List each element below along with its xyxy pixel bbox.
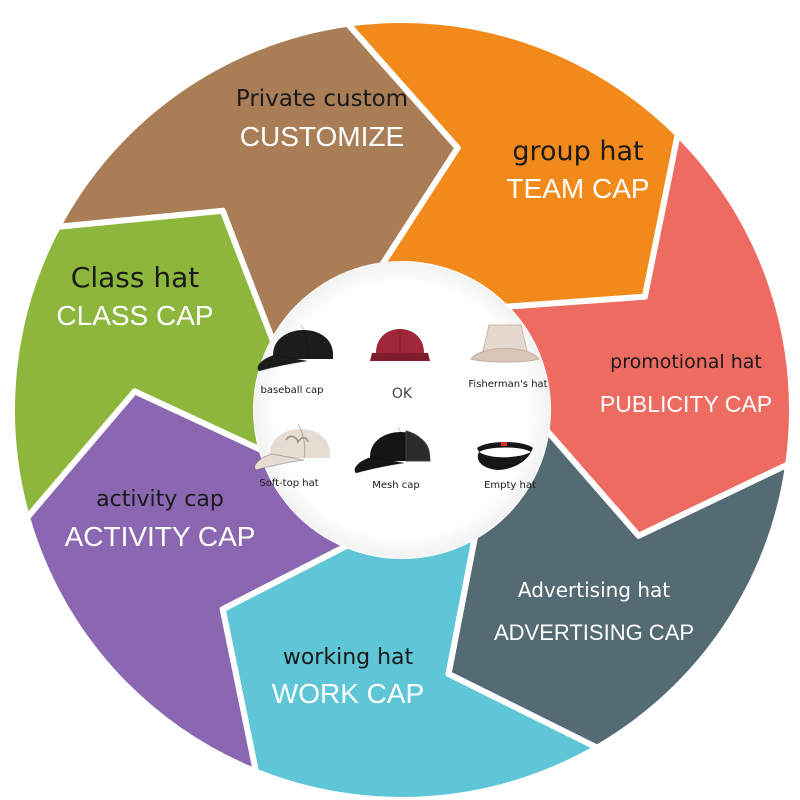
segment-team-caption: TEAM CAP bbox=[506, 173, 649, 204]
segment-activity-caption: ACTIVITY CAP bbox=[65, 521, 256, 552]
hat-label-empty: Empty hat bbox=[484, 480, 536, 491]
segment-team-title: group hat bbox=[512, 136, 643, 167]
segment-class-caption: CLASS CAP bbox=[56, 300, 213, 331]
segment-advertising-caption: ADVERTISING CAP bbox=[494, 620, 694, 645]
visor-icon bbox=[477, 442, 533, 470]
segment-customize-caption: CUSTOMIZE bbox=[240, 121, 404, 152]
segments-layer bbox=[9, 17, 795, 800]
segment-work-caption: WORK CAP bbox=[272, 678, 424, 709]
hat-label-ok: OK bbox=[392, 386, 413, 402]
hat-label-fisherman: Fisherman's hat bbox=[468, 379, 547, 390]
hat-label-mesh: Mesh cap bbox=[372, 480, 419, 491]
mesh-cap-icon bbox=[354, 426, 431, 474]
center-circle bbox=[254, 262, 550, 558]
soft-top-cap-icon bbox=[254, 423, 330, 471]
baseball-cap-icon bbox=[257, 324, 333, 372]
snapback-cap-icon bbox=[370, 329, 430, 361]
segment-customize-title: Private custom bbox=[236, 86, 408, 112]
segment-class-title: Class hat bbox=[71, 261, 199, 294]
hat-label-softtop: Soft-top hat bbox=[259, 478, 318, 489]
bucket-hat-icon bbox=[470, 324, 540, 363]
segment-publicity-title: promotional hat bbox=[610, 351, 762, 373]
hat-label-baseball: baseball cap bbox=[260, 385, 323, 396]
segment-activity-title: activity cap bbox=[96, 487, 224, 512]
segment-publicity-caption: PUBLICITY CAP bbox=[600, 391, 772, 417]
segment-advertising-title: Advertising hat bbox=[518, 578, 670, 602]
segment-work-title: working hat bbox=[283, 645, 414, 670]
